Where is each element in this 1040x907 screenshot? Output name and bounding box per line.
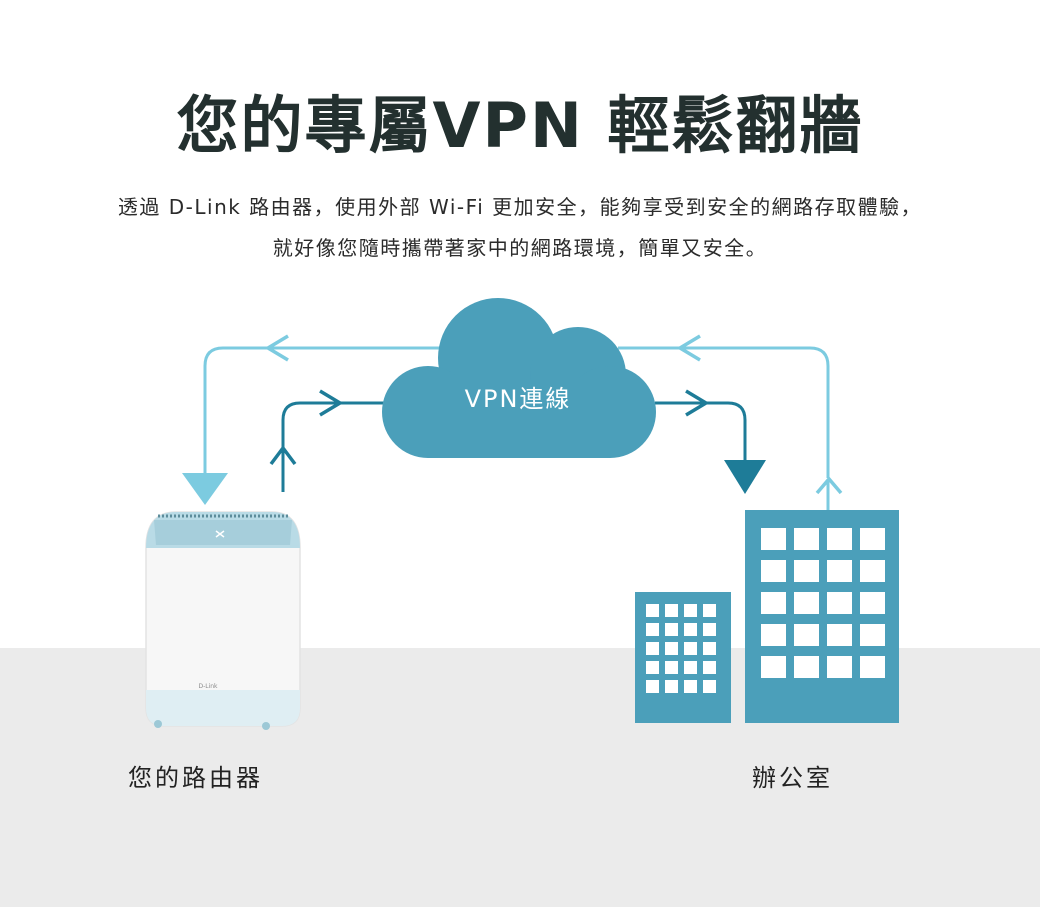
arrow-icon bbox=[676, 334, 701, 362]
office-buildings-icon bbox=[635, 510, 899, 723]
cloud-label: VPN連線 bbox=[465, 385, 572, 413]
description-line-2: 就好像您隨時攜帶著家中的網路環境，簡單又安全。 bbox=[272, 236, 768, 260]
arrow-icon bbox=[724, 460, 766, 494]
description-line-1: 透過 D-Link 路由器，使用外部 Wi-Fi 更加安全，能夠享受到安全的網路… bbox=[117, 195, 923, 219]
inner-forward-arrowheads bbox=[269, 389, 710, 466]
page-title: 您的專屬VPN 輕鬆翻牆 bbox=[176, 89, 864, 162]
arrow-icon bbox=[269, 445, 297, 466]
arrow-icon bbox=[685, 389, 710, 417]
building-small-windows bbox=[646, 604, 716, 693]
cloud-icon bbox=[382, 298, 656, 458]
arrow-icon bbox=[815, 476, 843, 495]
router-brand-label: D-Link bbox=[198, 683, 218, 690]
arrow-icon bbox=[264, 334, 289, 362]
inner-forward-path bbox=[281, 401, 747, 492]
office-label: 辦公室 bbox=[752, 764, 833, 792]
router-label: 您的路由器 bbox=[128, 764, 263, 792]
router-icon bbox=[145, 511, 301, 730]
arrow-icon bbox=[319, 389, 344, 417]
building-large-windows bbox=[761, 528, 885, 678]
outer-return-arrowheads bbox=[264, 334, 843, 495]
arrow-icon bbox=[182, 473, 228, 505]
outer-return-path bbox=[203, 346, 830, 478]
